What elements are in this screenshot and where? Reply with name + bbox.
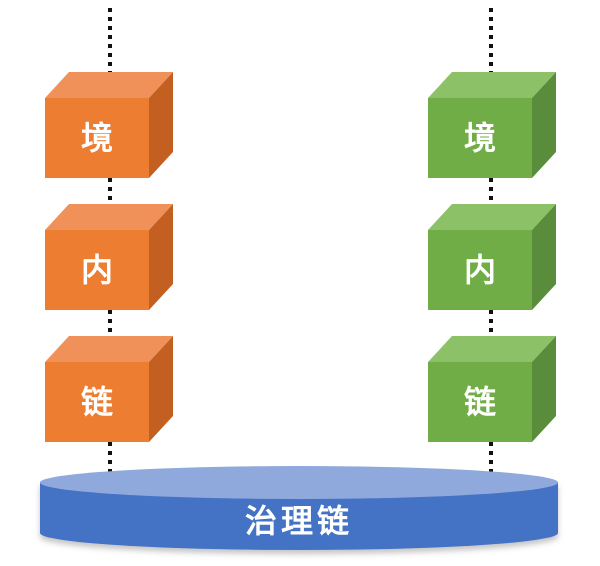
cube-front-face bbox=[428, 362, 532, 442]
left-chain-cube-1: 境 bbox=[45, 72, 173, 178]
cube-front-face bbox=[45, 230, 149, 310]
dotted-connector-icon bbox=[108, 178, 112, 205]
cube-front-face bbox=[428, 230, 532, 310]
cube-top-face bbox=[428, 204, 556, 230]
right-chain-cube-1: 境 bbox=[428, 72, 556, 178]
left-chain-cube-3: 链 bbox=[45, 336, 173, 442]
cube-top-face bbox=[45, 336, 173, 362]
governance-chain-cylinder: 治理链 bbox=[40, 466, 558, 550]
cube-label: 链 bbox=[463, 384, 496, 420]
cube-front-face bbox=[45, 362, 149, 442]
cube-label: 内 bbox=[463, 252, 496, 288]
cube-top-face bbox=[45, 72, 173, 98]
dotted-connector-icon bbox=[108, 442, 112, 472]
right-chain-cube-3: 链 bbox=[428, 336, 556, 442]
left-chain-cube-2: 内 bbox=[45, 204, 173, 310]
right-chain-cube-2: 内 bbox=[428, 204, 556, 310]
cylinder-top-face bbox=[40, 466, 558, 499]
cube-top-face bbox=[428, 72, 556, 98]
dotted-connector-icon bbox=[489, 8, 493, 72]
cube-label: 内 bbox=[80, 252, 113, 288]
governance-chain-label: 治理链 bbox=[244, 503, 353, 539]
cube-top-face bbox=[428, 336, 556, 362]
cube-top-face bbox=[45, 204, 173, 230]
dotted-connector-icon bbox=[489, 310, 493, 337]
cube-front-face bbox=[428, 98, 532, 178]
dotted-connector-icon bbox=[489, 442, 493, 472]
cube-label: 境 bbox=[463, 120, 496, 156]
cube-front-face bbox=[45, 98, 149, 178]
dotted-connector-icon bbox=[108, 8, 112, 72]
cube-label: 链 bbox=[80, 384, 113, 420]
cube-label: 境 bbox=[80, 120, 113, 156]
dotted-connector-icon bbox=[108, 310, 112, 337]
dotted-connector-icon bbox=[489, 178, 493, 205]
